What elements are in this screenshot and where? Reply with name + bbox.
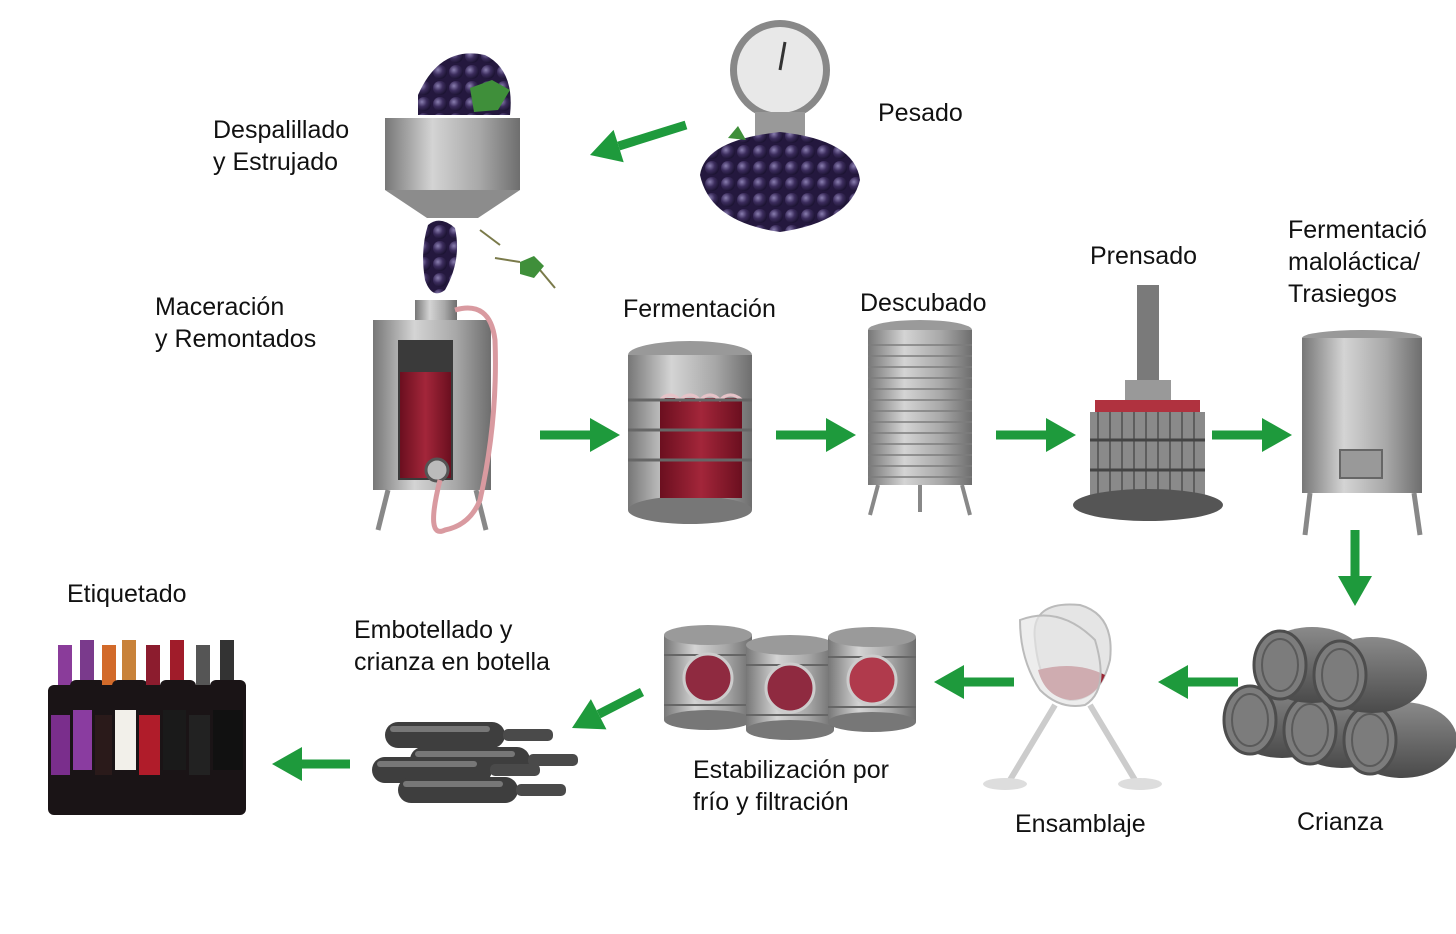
destemmer-hopper-icon [385,53,556,294]
step-label-line: crianza en botella [354,648,550,676]
arrow-pesado-to-despalillado [590,120,688,163]
step-label-line: y Remontados [155,325,317,353]
filter-tank [828,627,916,732]
scale-icon [700,20,860,232]
step-label-maceracion: Maceración y Remontados [155,291,316,355]
step-label-despalillado: Despalillado y Estrujado [213,114,349,178]
arrow-fermentacion-to-descubado [776,418,856,452]
step-label-estabilizacion: Estabilización por frío y filtración [693,754,889,818]
arrow-estabilizacion-to-embotellado [572,687,645,730]
step-label-line: Trasiegos [1288,280,1397,308]
step-label-embotellado: Embotellado y crianza en botella [354,614,550,678]
step-label-line: Etiquetado [67,580,187,608]
step-label-line: Crianza [1297,808,1384,836]
arrow-prensado-to-malolactica [1212,418,1292,452]
arrow-maceracion-to-fermentacion [540,418,620,452]
labeled-bottles-icon [48,640,246,815]
step-label-descubado: Descubado [860,287,986,319]
step-label-line: Fermentación [623,295,776,323]
arrow-descubado-to-prensado [996,418,1076,452]
step-label-line: maloláctica/ [1288,248,1420,276]
filter-tank [664,625,752,730]
step-label-pesado: Pesado [878,97,963,129]
steel-tank-icon [1302,330,1423,536]
step-label-prensado: Prensado [1090,240,1197,272]
arrow-crianza-to-ensamblaje [1158,665,1238,699]
press-icon [1073,285,1223,521]
barrels-icon [1222,627,1456,778]
step-label-line: Pesado [878,99,963,127]
arrow-malolactica-to-crianza [1338,530,1372,606]
step-label-line: Maceración [155,293,285,321]
bottle [385,722,553,748]
bottle [398,777,566,803]
step-label-etiquetado: Etiquetado [67,578,187,610]
step-label-crianza: Crianza [1297,806,1383,838]
step-label-line: Embotellado y [354,616,513,644]
arrow-ensamblaje-to-estabilizacion [934,665,1014,699]
fermentation-tank-icon [628,341,752,524]
filter-tank [746,635,834,740]
bottles-lying-icon [372,722,578,803]
tank-icon [868,320,972,516]
bottle [372,757,540,783]
filter-tanks-icon [664,625,916,740]
step-label-line: Prensado [1090,242,1198,270]
step-label-fermentacion: Fermentación [623,293,776,325]
step-label-line: Descubado [860,289,987,317]
step-label-line: Fermentació [1288,216,1427,244]
step-label-line: Ensamblaje [1015,810,1146,838]
step-label-malolactica: Fermentació maloláctica/ Trasiegos [1288,214,1427,310]
step-label-line: Estabilización por [693,756,889,784]
labeled-bottle [210,640,246,815]
step-label-ensamblaje: Ensamblaje [1015,808,1146,840]
step-label-line: Despalillado [213,116,350,144]
arrow-embotellado-to-etiquetado [272,747,350,781]
step-label-line: frío y filtración [693,788,849,816]
step-label-line: y Estrujado [213,148,339,176]
maceration-tank-icon [373,300,498,534]
wine-glasses-icon [983,603,1162,790]
